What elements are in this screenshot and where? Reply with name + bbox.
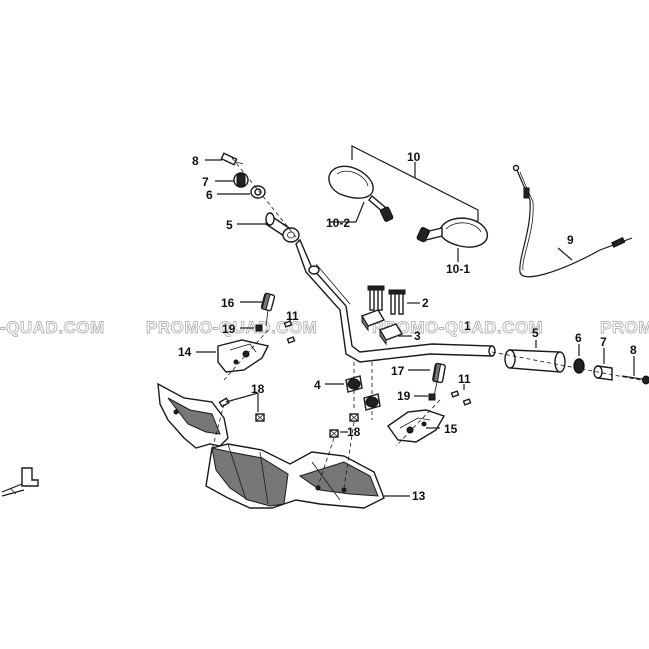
left-switch-housing — [217, 339, 270, 373]
left-switch-connector — [260, 292, 276, 327]
throttle-grip — [504, 349, 566, 373]
watermark-text-2: PROMO-QUAD.COM — [146, 318, 317, 337]
callout-2: 2 — [422, 296, 429, 310]
callout-15: 15 — [444, 422, 458, 436]
callout-17: 17 — [391, 364, 405, 378]
right-switch-housing — [387, 409, 446, 443]
mirror-right — [416, 217, 489, 248]
callout-10-1: 10-1 — [446, 262, 470, 276]
callout-3: 3 — [414, 329, 421, 343]
watermark-text-1: -QUAD.COM — [0, 318, 105, 337]
bar-end-screw-left — [220, 152, 244, 166]
callout-11-right: 11 — [458, 372, 471, 386]
left-washer — [255, 324, 263, 332]
right-switch-connector — [432, 362, 446, 397]
callout-6-right: 6 — [575, 331, 582, 345]
handlebar — [295, 238, 496, 363]
callout-11-left: 11 — [286, 309, 299, 323]
bar-end-collar-left — [250, 185, 266, 199]
right-washer — [428, 393, 436, 401]
callout-16: 16 — [221, 296, 235, 310]
handlebar-cover — [157, 382, 410, 509]
bar-end-screw-right — [621, 375, 649, 385]
harness-connector — [1, 467, 39, 497]
watermark: -QUAD.COM PROMO-QUAD.COM PROMO-QUAD.COM … — [0, 318, 649, 338]
left-grip-assembly — [205, 152, 301, 243]
left-switch-group — [196, 292, 296, 381]
cover-screws — [211, 392, 359, 489]
callout-labels: 8 7 6 5 10 10-2 10-1 9 16 2 11 19 3 1 5 … — [178, 150, 637, 503]
watermark-text-4: PROMO- — [600, 318, 649, 337]
callout-10-2: 10-2 — [326, 216, 350, 230]
mirror-left — [328, 165, 394, 222]
throttle-cable — [512, 164, 633, 278]
callout-14: 14 — [178, 345, 192, 359]
left-grip — [265, 212, 300, 243]
lower-clamp — [325, 362, 381, 420]
callout-7-right: 7 — [600, 335, 607, 349]
right-grip-assembly — [491, 340, 649, 385]
callout-19-right: 19 — [397, 389, 411, 403]
callout-6: 6 — [206, 188, 213, 202]
callout-10: 10 — [407, 150, 421, 164]
callout-1: 1 — [464, 319, 471, 333]
callout-18-right: 18 — [347, 425, 361, 439]
mirror-group — [328, 145, 489, 262]
upper-clamp-bolts — [367, 285, 420, 315]
callout-18-left: 18 — [251, 382, 265, 396]
watermark-text-3: PROMO-QUAD.COM — [372, 318, 543, 337]
bar-end-collar-right — [573, 358, 585, 374]
callout-5: 5 — [226, 218, 233, 232]
callout-8-right: 8 — [630, 343, 637, 357]
callout-5-right: 5 — [532, 326, 539, 340]
callout-7: 7 — [202, 175, 209, 189]
callout-9: 9 — [567, 233, 574, 247]
right-switch-group — [387, 362, 472, 447]
callout-13: 13 — [412, 489, 426, 503]
callout-19-left: 19 — [222, 322, 236, 336]
upper-clamp — [360, 309, 412, 346]
callout-4: 4 — [314, 378, 321, 392]
callout-8: 8 — [192, 154, 199, 168]
bar-end-weight-left — [233, 172, 249, 188]
